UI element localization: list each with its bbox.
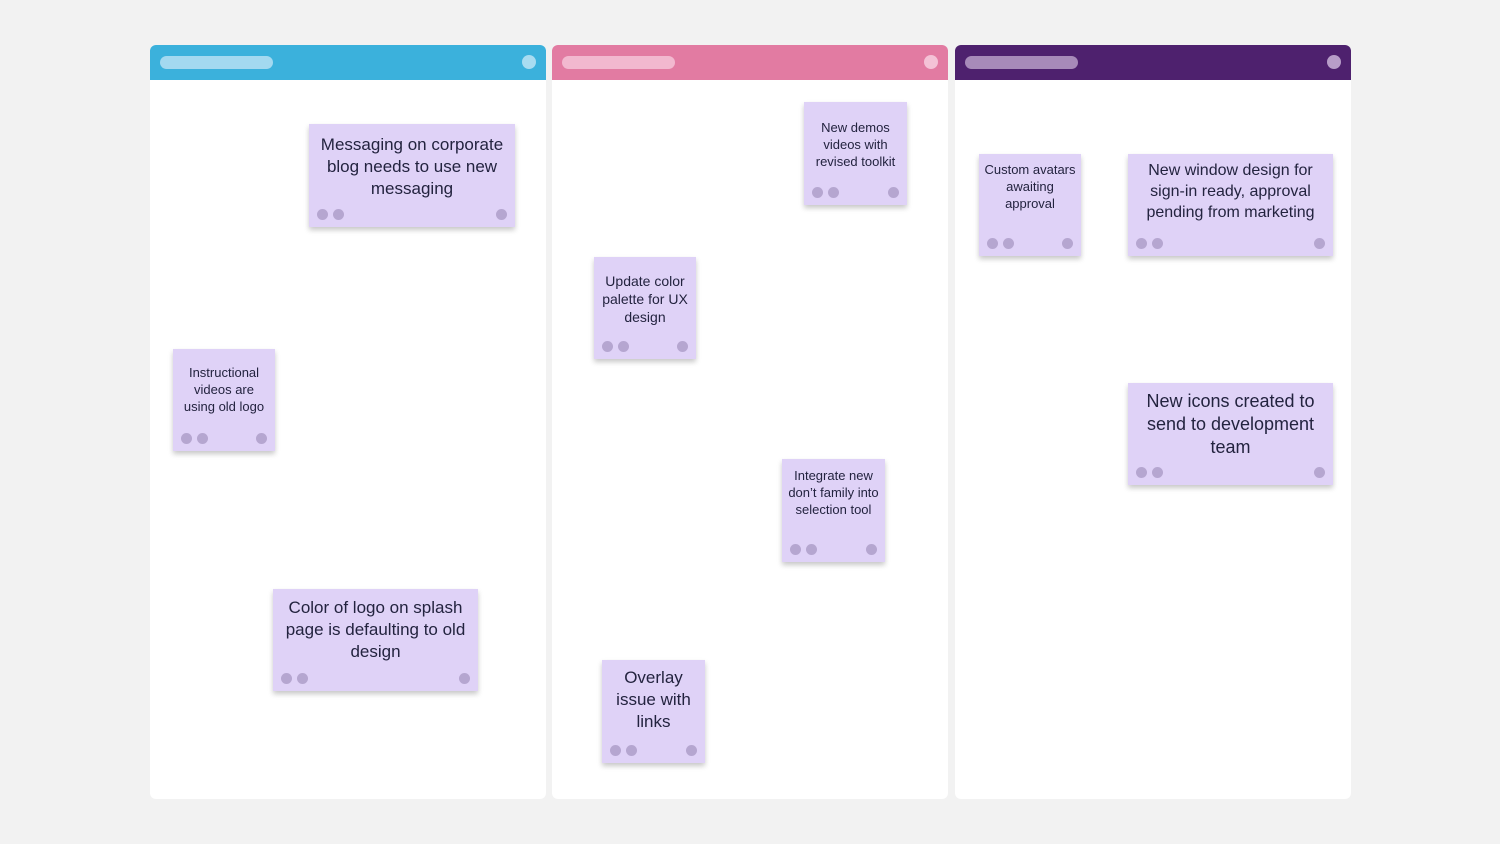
sticky-note-window-design[interactable]: New window design for sign-in ready, app…: [1128, 154, 1333, 256]
sticky-note-integrate-font[interactable]: Integrate new don’t family into selectio…: [782, 459, 885, 562]
column-header[interactable]: [150, 45, 546, 80]
note-dot: [1136, 238, 1147, 249]
column-title-placeholder: [562, 56, 675, 69]
note-dot: [987, 238, 998, 249]
sticky-note-splash-logo[interactable]: Color of logo on splash page is defaulti…: [273, 589, 478, 691]
sticky-note-text: Integrate new don’t family into selectio…: [788, 468, 879, 517]
sticky-note-messaging-blog[interactable]: Messaging on corporate blog needs to use…: [309, 124, 515, 227]
column-menu-dot[interactable]: [924, 55, 938, 69]
sticky-note-new-icons[interactable]: New icons created to send to development…: [1128, 383, 1333, 485]
sticky-note-text: Messaging on corporate blog needs to use…: [320, 135, 504, 198]
sticky-note-overlay-issue[interactable]: Overlay issue with links: [602, 660, 705, 763]
column-title-placeholder: [965, 56, 1078, 69]
sticky-note-text: Custom avatars awaiting approval: [984, 162, 1076, 211]
note-dot: [866, 544, 877, 555]
note-dot: [1003, 238, 1014, 249]
note-dot: [1152, 467, 1163, 478]
note-dot: [618, 341, 629, 352]
sticky-note-new-demos[interactable]: New demos videos with revised toolkit: [804, 102, 907, 205]
note-dot: [1314, 238, 1325, 249]
note-dot: [496, 209, 507, 220]
sticky-note-text: Overlay issue with links: [616, 668, 691, 731]
sticky-note-instructional-videos[interactable]: Instructional videos are using old logo: [173, 349, 275, 451]
note-dot: [197, 433, 208, 444]
note-dot: [1152, 238, 1163, 249]
column-header[interactable]: [552, 45, 948, 80]
note-dot: [888, 187, 899, 198]
sticky-note-text: New demos videos with revised toolkit: [815, 120, 896, 169]
note-dot: [256, 433, 267, 444]
note-dot: [297, 673, 308, 684]
note-dot: [333, 209, 344, 220]
note-dot: [181, 433, 192, 444]
note-dot: [1314, 467, 1325, 478]
sticky-note-text: Update color palette for UX design: [602, 273, 688, 325]
column-title-placeholder: [160, 56, 273, 69]
note-dot: [790, 544, 801, 555]
note-dot: [317, 209, 328, 220]
note-dot: [812, 187, 823, 198]
note-dot: [806, 544, 817, 555]
note-dot: [1062, 238, 1073, 249]
note-dot: [459, 673, 470, 684]
sticky-note-text: New icons created to send to development…: [1146, 391, 1315, 457]
sticky-note-custom-avatars[interactable]: Custom avatars awaiting approval: [979, 154, 1081, 256]
note-dot: [1136, 467, 1147, 478]
note-dot: [602, 341, 613, 352]
column-menu-dot[interactable]: [1327, 55, 1341, 69]
sticky-note-text: New window design for sign-in ready, app…: [1146, 162, 1315, 221]
note-dot: [686, 745, 697, 756]
note-dot: [281, 673, 292, 684]
column-menu-dot[interactable]: [522, 55, 536, 69]
note-dot: [677, 341, 688, 352]
sticky-note-update-palette[interactable]: Update color palette for UX design: [594, 257, 696, 359]
column-header[interactable]: [955, 45, 1351, 80]
sticky-note-text: Instructional videos are using old logo: [183, 365, 265, 414]
note-dot: [610, 745, 621, 756]
sticky-note-text: Color of logo on splash page is defaulti…: [285, 598, 466, 661]
note-dot: [828, 187, 839, 198]
note-dot: [626, 745, 637, 756]
